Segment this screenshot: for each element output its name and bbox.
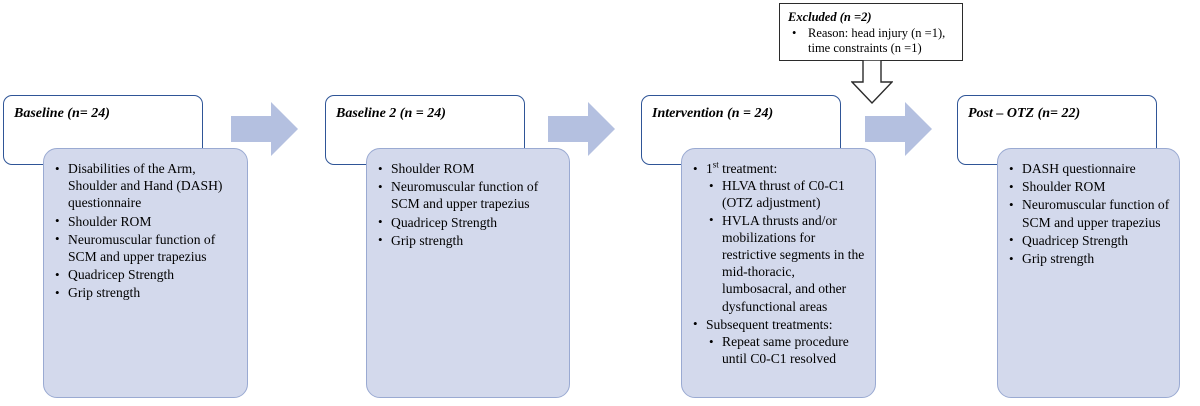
bullet-icon: • [693, 160, 698, 176]
list-item-label: Grip strength [1022, 251, 1095, 267]
treatment-label: treatment: [718, 161, 778, 176]
bullet-icon: • [55, 266, 60, 282]
stage-body-baseline: • Disabilities of the Arm, Shoulder and … [43, 148, 248, 398]
list-item: • Neuromuscular function of SCM and uppe… [1006, 196, 1171, 230]
bullet-icon: • [378, 178, 383, 194]
list-item-label: Subsequent treatments: [706, 316, 833, 332]
list-item-label: Neuromuscular function of SCM and upper … [391, 179, 539, 212]
bullet-icon: • [1009, 178, 1014, 194]
stage-title: Post – OTZ (n= 22) [968, 106, 1081, 121]
list-item-label: Quadricep Strength [1022, 232, 1129, 248]
stage-body-baseline-2: • Shoulder ROM • Neuromuscular function … [366, 148, 570, 398]
list-item: • DASH questionnaire [1006, 160, 1171, 177]
list-item-label: Quadricep Strength [391, 214, 498, 230]
bullet-icon: • [378, 232, 383, 248]
bullet-icon: • [55, 213, 60, 229]
list-item: • Subsequent treatments: • Repeat same p… [690, 316, 867, 368]
arrow-baseline2-to-intervention [548, 100, 616, 158]
list-item-label: DASH questionnaire [1022, 161, 1136, 176]
list-item-label: Grip strength [68, 285, 141, 301]
excluded-reason-text: Reason: head injury (n =1), time constra… [808, 26, 946, 55]
list-item-label: Grip strength [391, 232, 464, 248]
sub-list: • HLVA thrust of C0-C1 (OTZ adjustment) … [706, 177, 867, 315]
excluded-reason-list: • Reason: head injury (n =1), time const… [788, 26, 955, 56]
list-item-label: HLVA thrust of C0-C1 (OTZ adjustment) [722, 178, 845, 211]
right-arrow-icon [548, 102, 615, 156]
right-arrow-icon [865, 102, 932, 156]
list-item: • Shoulder ROM [52, 213, 239, 230]
arrow-intervention-to-post-otz [865, 100, 933, 158]
excluded-box: Excluded (n =2) • Reason: head injury (n… [779, 3, 963, 61]
right-arrow-icon [231, 102, 298, 156]
excluded-title: Excluded (n =2) [788, 10, 872, 24]
bullet-icon: • [1009, 160, 1014, 176]
list-item-label: Disabilities of the Arm, Shoulder and Ha… [68, 161, 223, 211]
arrow-baseline-to-baseline2 [231, 100, 299, 158]
sub-list: • Repeat same procedure until C0-C1 reso… [706, 333, 867, 367]
measure-list-baseline: • Disabilities of the Arm, Shoulder and … [52, 160, 239, 302]
bullet-icon: • [792, 26, 797, 40]
bullet-icon: • [378, 160, 383, 176]
stage-title: Baseline (n= 24) [14, 106, 110, 121]
down-arrow-icon [850, 59, 894, 105]
list-item: • Neuromuscular function of SCM and uppe… [375, 178, 561, 212]
bullet-icon: • [1009, 232, 1014, 248]
list-item-label: 1st treatment: [706, 159, 778, 176]
list-item: • Grip strength [1006, 250, 1171, 267]
stage-title: Intervention (n = 24) [652, 106, 774, 121]
bullet-icon: • [709, 212, 714, 228]
list-item: • Reason: head injury (n =1), time const… [788, 26, 955, 56]
ordinal-suffix: st [712, 159, 719, 170]
list-item-label: Shoulder ROM [1022, 179, 1106, 195]
list-item: • Grip strength [52, 284, 239, 301]
list-item-label: Neuromuscular function of SCM and upper … [1022, 197, 1170, 230]
list-item: • Grip strength [375, 232, 561, 249]
stage-body-intervention: • 1st treatment: • HLVA thrust of C0-C1 … [681, 148, 876, 398]
bullet-icon: • [378, 214, 383, 230]
list-item: • Quadricep Strength [1006, 232, 1171, 249]
bullet-icon: • [693, 316, 698, 332]
bullet-icon: • [55, 160, 60, 176]
list-item: • 1st treatment: • HLVA thrust of C0-C1 … [690, 160, 867, 315]
protocol-list-intervention: • 1st treatment: • HLVA thrust of C0-C1 … [690, 160, 867, 367]
measure-list-post-otz: • DASH questionnaire • Shoulder ROM • Ne… [1006, 160, 1171, 267]
list-item-label: Shoulder ROM [391, 161, 475, 176]
list-item: • Shoulder ROM [1006, 178, 1171, 195]
list-item: • HLVA thrust of C0-C1 (OTZ adjustment) [706, 177, 867, 211]
stage-title: Baseline 2 (n = 24) [336, 106, 446, 121]
stage-body-post-otz: • DASH questionnaire • Shoulder ROM • Ne… [997, 148, 1180, 398]
list-item: • Quadricep Strength [52, 266, 239, 283]
bullet-icon: • [709, 333, 714, 349]
list-item-label: HVLA thrusts and/or mobilizations for re… [722, 212, 865, 314]
list-item-label: Repeat same procedure until C0-C1 resolv… [722, 334, 849, 367]
list-item: • HVLA thrusts and/or mobilizations for … [706, 212, 867, 315]
list-item-label: Quadricep Strength [68, 267, 175, 283]
bullet-icon: • [1009, 196, 1014, 212]
bullet-icon: • [1009, 250, 1014, 266]
list-item: • Disabilities of the Arm, Shoulder and … [52, 160, 239, 212]
bullet-icon: • [55, 284, 60, 300]
bullet-icon: • [55, 231, 60, 247]
down-arrow-excluded [850, 59, 894, 105]
list-item-label: Neuromuscular function of SCM and upper … [68, 231, 216, 265]
list-item: • Neuromuscular function of SCM and uppe… [52, 231, 239, 265]
list-item: • Quadricep Strength [375, 214, 561, 231]
list-item: • Shoulder ROM [375, 160, 561, 177]
list-item: • Repeat same procedure until C0-C1 reso… [706, 333, 867, 367]
measure-list-baseline-2: • Shoulder ROM • Neuromuscular function … [375, 160, 561, 249]
ordinal-prefix: 1 [706, 161, 713, 176]
bullet-icon: • [709, 177, 714, 193]
list-item-label: Shoulder ROM [68, 213, 152, 229]
